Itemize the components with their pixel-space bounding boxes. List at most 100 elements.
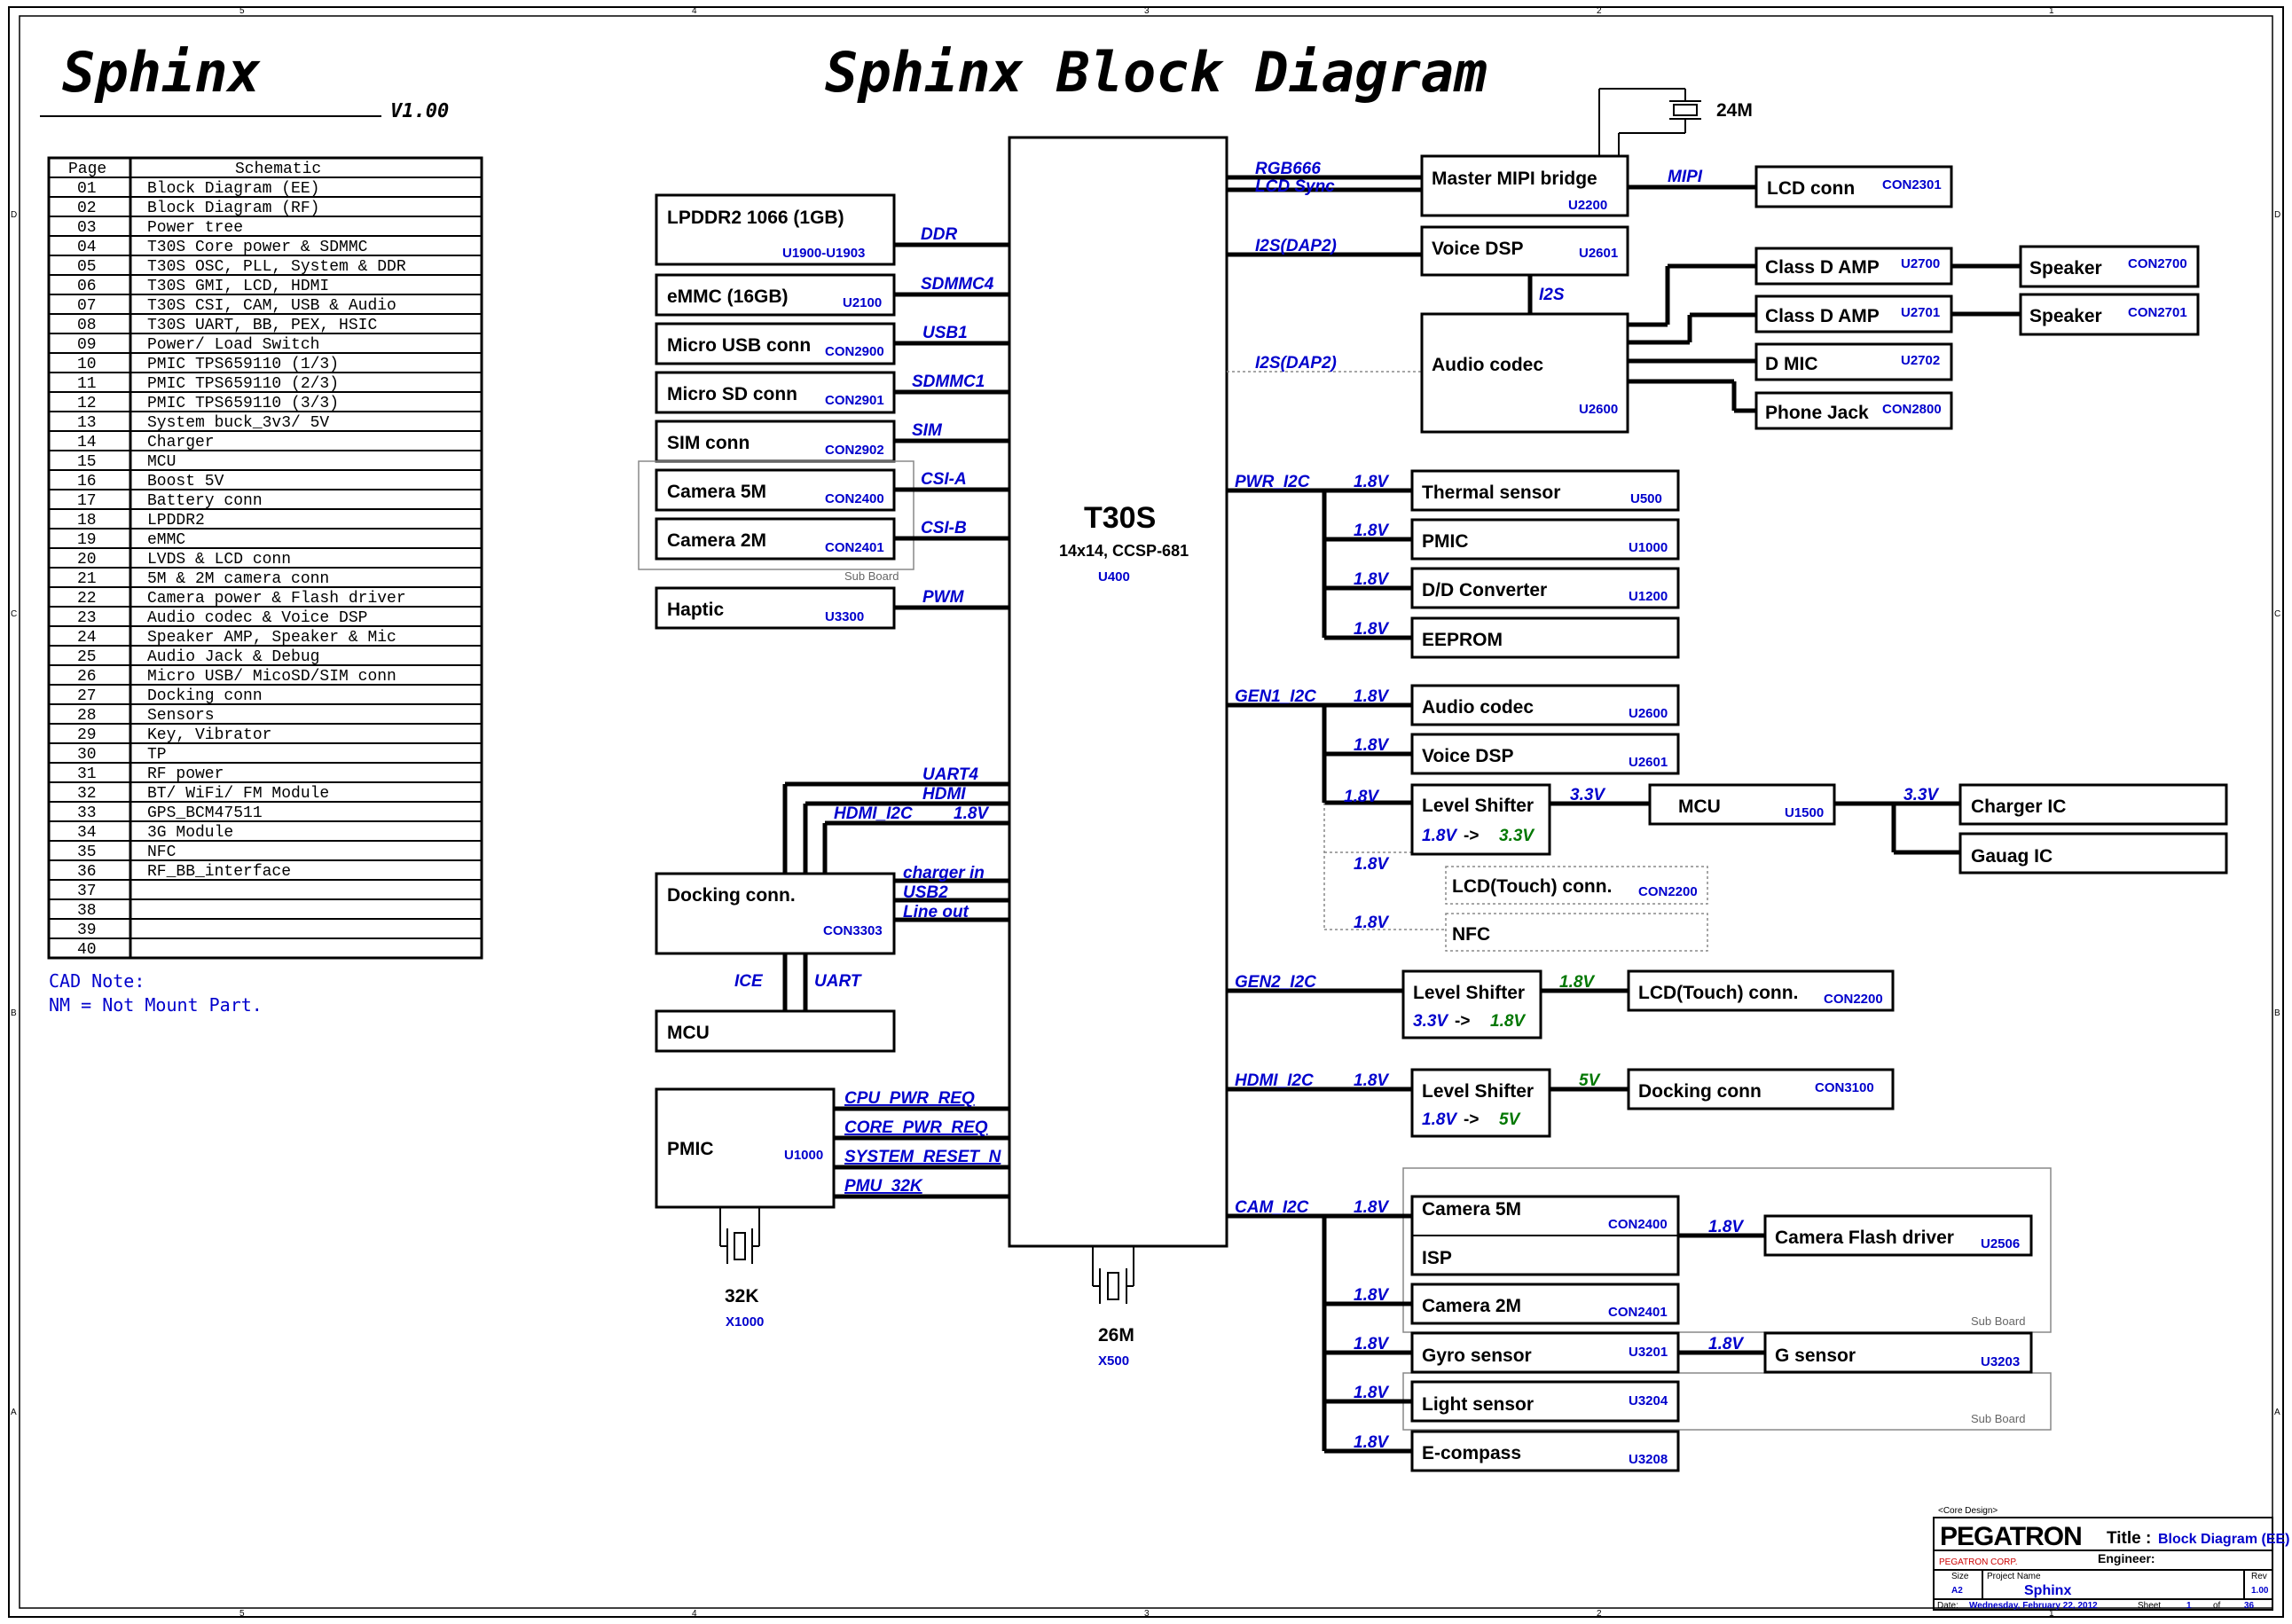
toc-schematic-name: Key, Vibrator bbox=[147, 726, 271, 744]
engineer-label: Engineer: bbox=[2098, 1551, 2155, 1565]
gen2-i2c-label: GEN2_I2C bbox=[1235, 973, 1316, 992]
docking-name: Docking conn. bbox=[667, 885, 796, 906]
gen1-lcd-touch-voltage: 1.8V bbox=[1354, 855, 1389, 874]
title-block bbox=[1933, 1517, 2273, 1611]
toc-schematic-name: System buck_3v3/ 5V bbox=[147, 414, 329, 432]
audio-codec-top-ref: U2600 bbox=[1579, 402, 1618, 417]
toc-schematic-name: Block Diagram (RF) bbox=[147, 200, 319, 217]
gauge-ic-name: Gauag IC bbox=[1971, 846, 2053, 867]
docking-right-ref: CON3100 bbox=[1815, 1080, 1874, 1095]
toc-page-number: 40 bbox=[77, 941, 97, 959]
rgb666-label: RGB666 bbox=[1255, 160, 1321, 178]
crystal-26m-icon bbox=[1092, 1246, 1134, 1304]
cpu-name: T30S bbox=[1084, 501, 1156, 535]
toc-page-number: 12 bbox=[77, 395, 97, 412]
lcd-touch-gen2-name: LCD(Touch) conn. bbox=[1638, 983, 1798, 1003]
toc-header-schematic: Schematic bbox=[235, 161, 321, 178]
sheet-value: 1 bbox=[2186, 1601, 2192, 1611]
lcd-conn-ref: CON2301 bbox=[1882, 177, 1942, 192]
corp-label: PEGATRON CORP. bbox=[1939, 1557, 2018, 1567]
toc-schematic-name: Audio codec & Voice DSP bbox=[147, 609, 367, 627]
docking-ref: CON3303 bbox=[823, 923, 883, 938]
toc-page-number: 39 bbox=[77, 922, 97, 939]
i2s-dap2-a-label: I2S(DAP2) bbox=[1255, 237, 1337, 255]
voice-dsp-i2c-ref: U2601 bbox=[1629, 755, 1668, 770]
charger-ic-name: Charger IC bbox=[1971, 796, 2066, 817]
lpddr2-block bbox=[655, 193, 896, 266]
hdmi-i2c-right-voltage: 1.8V bbox=[1354, 1071, 1389, 1090]
voice-dsp-i2c-block bbox=[1410, 733, 1680, 775]
toc-page-number: 29 bbox=[77, 726, 97, 744]
toc-page-number: 14 bbox=[77, 434, 97, 451]
toc-schematic-name: Docking conn bbox=[147, 687, 263, 705]
of-value: 36 bbox=[2244, 1601, 2255, 1611]
class-d-amp-1-ref: U2700 bbox=[1901, 256, 1940, 271]
thermal-sensor-name: Thermal sensor bbox=[1422, 482, 1560, 503]
toc-page-number: 02 bbox=[77, 200, 97, 217]
lcd-touch-gen2-block bbox=[1627, 969, 1895, 1012]
i2s-dap2-b-label: I2S(DAP2) bbox=[1255, 354, 1337, 373]
bottom-mark: 4 bbox=[692, 1609, 697, 1619]
bottom-mark: 3 bbox=[1144, 1609, 1150, 1619]
cpu-block bbox=[1008, 136, 1228, 1248]
crystal-32k-ref: X1000 bbox=[726, 1314, 764, 1330]
toc-schematic-name: RF_BB_interface bbox=[147, 863, 291, 881]
class-d-amp-2-ref: U2701 bbox=[1901, 305, 1940, 320]
toc-schematic-name: Speaker AMP, Speaker & Mic bbox=[147, 629, 396, 647]
cad-note-title: CAD Note: bbox=[49, 970, 145, 992]
level-shifter-gen2-in: 3.3V bbox=[1413, 1012, 1448, 1031]
toc-schematic-name: Block Diagram (EE) bbox=[147, 180, 319, 198]
ecompass-ref: U3208 bbox=[1629, 1452, 1668, 1467]
gyro-sensor-name: Gyro sensor bbox=[1422, 1345, 1532, 1366]
camera-5m-right-name: Camera 5M bbox=[1422, 1199, 1521, 1220]
pmic-right-block bbox=[1410, 518, 1680, 561]
toc-schematic-name: Power/ Load Switch bbox=[147, 336, 319, 354]
version-label: V1.00 bbox=[390, 100, 449, 122]
toc-page-number: 01 bbox=[77, 180, 97, 198]
sim-name: SIM conn bbox=[667, 433, 750, 453]
side-mark: D bbox=[11, 210, 17, 220]
sdmmc1-label: SDMMC1 bbox=[912, 373, 985, 391]
main-title: Sphinx Block Diagram bbox=[825, 40, 1487, 105]
side-mark: B bbox=[2274, 1008, 2280, 1018]
crystal-32k-freq: 32K bbox=[725, 1286, 759, 1306]
pwr-i2c-dd-voltage: 1.8V bbox=[1354, 570, 1389, 589]
hdmi-out-voltage: 5V bbox=[1579, 1071, 1601, 1090]
gen1-i2c-voltage: 1.8V bbox=[1354, 687, 1389, 706]
toc-schematic-name: Power tree bbox=[147, 219, 243, 237]
camera-5m-name: Camera 5M bbox=[667, 482, 766, 502]
mcu-left-name: MCU bbox=[667, 1023, 710, 1043]
sub-board-right-b-label: Sub Board bbox=[1971, 1412, 2025, 1425]
lcd-sync-label: LCD Sync bbox=[1255, 177, 1335, 196]
emmc-block bbox=[655, 273, 896, 317]
speaker-2-block bbox=[2019, 293, 2200, 336]
cpu-ref: U400 bbox=[1098, 569, 1130, 584]
mipi-bridge-block bbox=[1420, 154, 1629, 217]
haptic-block bbox=[655, 586, 896, 630]
side-mark: C bbox=[2274, 609, 2280, 619]
emmc-name: eMMC (16GB) bbox=[667, 286, 789, 307]
toc-page-number: 24 bbox=[77, 629, 97, 647]
mcu-right-ref: U1500 bbox=[1785, 805, 1824, 820]
hdmi-label: HDMI bbox=[922, 785, 966, 804]
bottom-mark: 2 bbox=[1597, 1609, 1602, 1619]
phone-jack-ref: CON2800 bbox=[1882, 402, 1942, 417]
class-d-amp-1-block bbox=[1754, 247, 1953, 286]
audio-codec-top-block bbox=[1420, 312, 1629, 434]
mcu-right-name: MCU bbox=[1678, 796, 1721, 817]
top-mark: 3 bbox=[1144, 6, 1150, 16]
hdmi-i2c-right-label: HDMI_I2C bbox=[1235, 1071, 1314, 1090]
toc-schematic-name: BT/ WiFi/ FM Module bbox=[147, 785, 329, 803]
toc-schematic-name: Sensors bbox=[147, 707, 215, 725]
level-shifter-gen1-block bbox=[1410, 783, 1551, 856]
micro-usb-ref: CON2900 bbox=[825, 344, 884, 359]
charger-in-label: charger in bbox=[903, 864, 985, 883]
camera-2m-name: Camera 2M bbox=[667, 530, 766, 551]
lcd-touch-nm-ref: CON2200 bbox=[1638, 884, 1698, 899]
level-shifter-hdmi-out: 5V bbox=[1499, 1110, 1521, 1129]
light-voltage: 1.8V bbox=[1354, 1384, 1389, 1402]
class-d-amp-1-name: Class D AMP bbox=[1765, 257, 1880, 278]
toc-page-number: 10 bbox=[77, 356, 97, 373]
toc-page-number: 21 bbox=[77, 570, 97, 588]
toc-page-number: 33 bbox=[77, 804, 97, 822]
